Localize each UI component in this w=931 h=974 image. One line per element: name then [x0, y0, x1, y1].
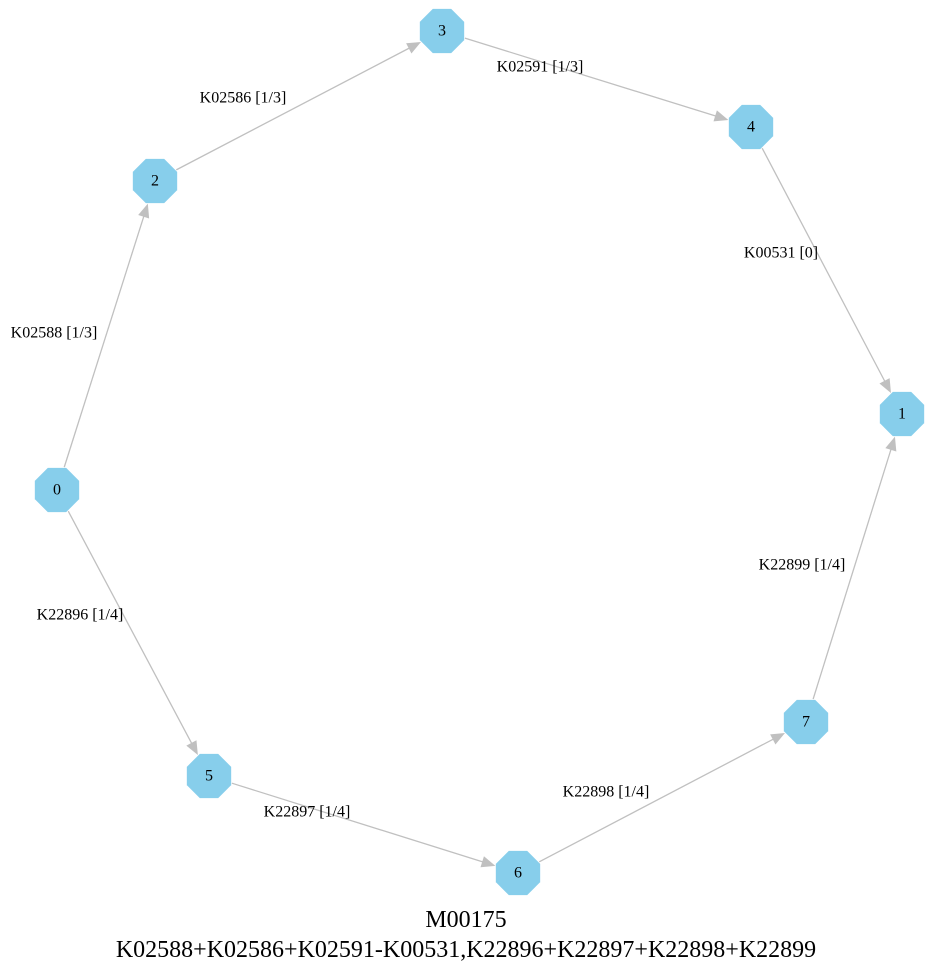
node-label-5: 5 — [205, 768, 213, 785]
edge-arrowhead-7-1 — [885, 436, 897, 452]
edge-label-3-4: K02591 [1/3] — [497, 59, 584, 76]
edge-arrowhead-0-2 — [138, 203, 150, 219]
node-label-6: 6 — [514, 865, 522, 882]
edge-arrowhead-5-6 — [480, 856, 496, 868]
edge-arrowhead-0-5 — [186, 740, 198, 756]
node-octagon-0 — [34, 467, 80, 513]
edge-label-4-1: K00531 [0] — [744, 245, 818, 262]
edge-label-7-1: K22899 [1/4] — [759, 557, 846, 574]
edge-arrowhead-6-7 — [770, 733, 786, 745]
node-label-4: 4 — [747, 119, 755, 136]
graph-edges — [63, 37, 897, 868]
edge-label-6-7: K22898 [1/4] — [563, 784, 650, 801]
node-3: 3 — [419, 8, 465, 54]
node-7: 7 — [783, 699, 829, 745]
node-2: 2 — [132, 158, 178, 204]
module-title: M00175 — [425, 907, 506, 933]
node-1: 1 — [879, 391, 925, 437]
edge-4-1 — [761, 147, 886, 382]
node-label-1: 1 — [898, 406, 906, 423]
node-label-0: 0 — [53, 482, 61, 499]
graph-nodes: 0 1 2 3 4 5 6 7 — [34, 8, 925, 896]
node-octagon-1 — [879, 391, 925, 437]
edge-label-0-5: K22896 [1/4] — [37, 607, 124, 624]
edge-label-5-6: K22897 [1/4] — [264, 804, 351, 821]
edge-arrowhead-3-4 — [713, 110, 729, 122]
node-label-7: 7 — [802, 714, 810, 731]
node-6: 6 — [495, 850, 541, 896]
node-octagon-7 — [783, 699, 829, 745]
module-definition: K02588+K02586+K02591-K00531,K22896+K2289… — [116, 937, 816, 963]
edge-arrowhead-4-1 — [879, 378, 891, 394]
node-octagon-5 — [186, 753, 232, 799]
edge-0-2 — [63, 216, 145, 468]
node-label-3: 3 — [438, 23, 446, 40]
edge-7-1 — [812, 449, 892, 700]
node-octagon-3 — [419, 8, 465, 54]
graph-edge-labels: K02588 [1/3] K02586 [1/3] K02591 [1/3] K005… — [11, 59, 846, 821]
edge-label-0-2: K02588 [1/3] — [11, 325, 98, 342]
edge-arrowhead-2-3 — [406, 41, 421, 54]
node-label-2: 2 — [151, 173, 159, 190]
edge-2-3 — [175, 47, 410, 171]
edge-6-7 — [538, 738, 774, 863]
edge-5-6 — [231, 782, 483, 863]
node-0: 0 — [34, 467, 80, 513]
edge-0-5 — [67, 510, 193, 744]
node-octagon-4 — [728, 104, 774, 150]
edge-label-2-3: K02586 [1/3] — [200, 90, 287, 107]
node-5: 5 — [186, 753, 232, 799]
node-octagon-6 — [495, 850, 541, 896]
edge-3-4 — [464, 37, 716, 117]
node-4: 4 — [728, 104, 774, 150]
node-octagon-2 — [132, 158, 178, 204]
